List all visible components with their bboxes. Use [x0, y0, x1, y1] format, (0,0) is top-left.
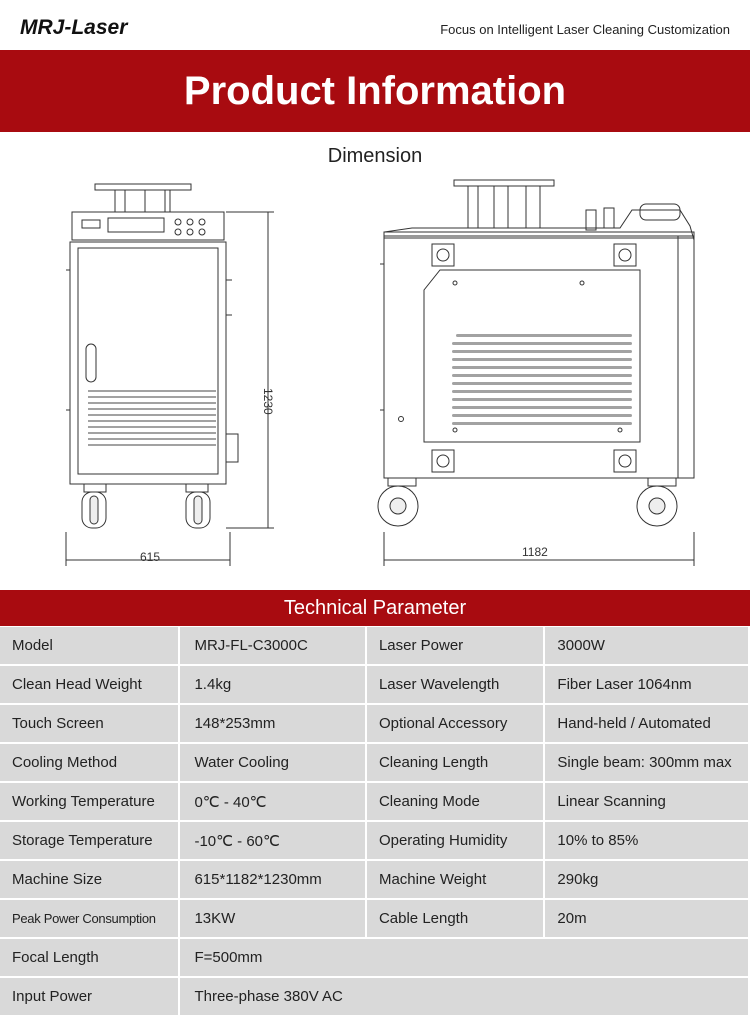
side-view — [377, 179, 695, 566]
table-row: Clean Head Weight 1.4kg Laser Wavelength… — [0, 666, 750, 705]
param-value: Single beam: 300mm max — [545, 744, 750, 783]
param-label: Cooling Method — [0, 744, 181, 783]
param-label: Clean Head Weight — [0, 666, 181, 705]
param-label: Input Power — [0, 978, 181, 1017]
table-row: Machine Size 615*1182*1230mm Machine Wei… — [0, 861, 750, 900]
param-value: 10% to 85% — [545, 822, 750, 861]
param-label: Touch Screen — [0, 705, 181, 744]
param-label: Cleaning Mode — [366, 783, 546, 822]
width-dimension-label: 615 — [140, 550, 160, 564]
table-row: Cooling Method Water Cooling Cleaning Le… — [0, 744, 750, 783]
param-label: Machine Size — [0, 861, 181, 900]
dimension-drawing: 615 1230 — [65, 179, 695, 566]
param-label: Storage Temperature — [0, 822, 181, 861]
param-label: Cleaning Length — [366, 744, 546, 783]
length-dimension-label: 1182 — [522, 545, 548, 559]
param-label: Peak Power Consumption — [0, 900, 181, 939]
page-title: Product Information — [183, 69, 567, 113]
param-value: -10℃ - 60℃ — [180, 822, 367, 861]
param-label: Laser Wavelength — [366, 666, 546, 705]
tagline: Focus on Intelligent Laser Cleaning Cust… — [440, 22, 730, 37]
side-vent — [452, 334, 632, 425]
param-value: 0℃ - 40℃ — [180, 783, 367, 822]
param-label: Optional Accessory — [366, 705, 546, 744]
front-view — [65, 183, 274, 566]
param-value: 20m — [545, 900, 750, 939]
param-label: Laser Power — [366, 627, 546, 666]
dimension-title: Dimension — [327, 145, 423, 167]
param-value: Fiber Laser 1064nm — [545, 666, 750, 705]
param-value: Hand-held / Automated — [545, 705, 750, 744]
param-label: Model — [0, 627, 181, 666]
table-row: Model MRJ-FL-C3000C Laser Power 3000W — [0, 627, 750, 666]
param-value: 1.4kg — [180, 666, 367, 705]
param-value: Water Cooling — [180, 744, 367, 783]
param-value: MRJ-FL-C3000C — [180, 627, 367, 666]
param-label: Cable Length — [366, 900, 546, 939]
table-row: Input Power Three-phase 380V AC — [0, 978, 750, 1017]
param-value: Three-phase 380V AC — [180, 978, 750, 1017]
technical-parameter-table: Model MRJ-FL-C3000C Laser Power 3000W Cl… — [0, 627, 750, 1017]
brand-logo: MRJ-Laser — [20, 16, 129, 39]
svg-text:MRJ-Laser: MRJ-Laser — [20, 16, 129, 39]
param-label: Working Temperature — [0, 783, 181, 822]
table-row: Touch Screen 148*253mm Optional Accessor… — [0, 705, 750, 744]
table-row: Focal Length F=500mm — [0, 939, 750, 978]
param-value: 3000W — [545, 627, 750, 666]
table-row: Working Temperature 0℃ - 40℃ Cleaning Mo… — [0, 783, 750, 822]
param-label: Focal Length — [0, 939, 181, 978]
product-info-banner: Product Information — [0, 50, 750, 132]
param-value: 13KW — [180, 900, 367, 939]
param-label: Machine Weight — [366, 861, 546, 900]
param-value: F=500mm — [180, 939, 750, 978]
param-value: 290kg — [545, 861, 750, 900]
table-row: Storage Temperature -10℃ - 60℃ Operating… — [0, 822, 750, 861]
table-row: Peak Power Consumption 13KW Cable Length… — [0, 900, 750, 939]
front-vent — [88, 390, 216, 446]
height-dimension-label: 1230 — [261, 388, 275, 415]
page-header: MRJ-Laser Focus on Intelligent Laser Cle… — [0, 0, 750, 50]
param-value: Linear Scanning — [545, 783, 750, 822]
param-value: 615*1182*1230mm — [180, 861, 367, 900]
technical-parameter-banner: Technical Parameter — [0, 590, 750, 626]
param-label: Operating Humidity — [366, 822, 546, 861]
param-value: 148*253mm — [180, 705, 367, 744]
